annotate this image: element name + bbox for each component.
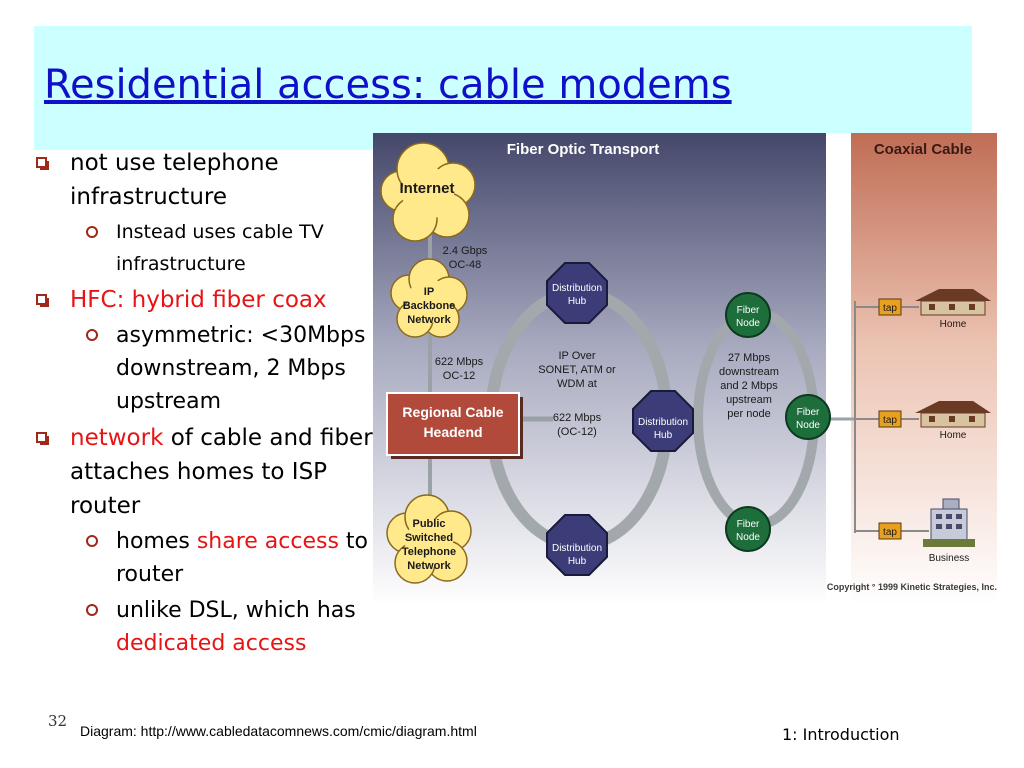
bullet-list: not use telephone infrastructure Instead… [32, 146, 404, 663]
tap-box: tap [878, 410, 902, 428]
ip-backbone-label: Backbone [403, 300, 456, 312]
tap-box: tap [878, 522, 902, 540]
chapter-label: 1: Introduction [782, 725, 900, 744]
sub-bullet-text: unlike DSL, which has [116, 598, 356, 623]
pstn-label: Switched [405, 532, 453, 544]
hub-label: Distribution [552, 543, 602, 554]
hub-label: Hub [654, 430, 673, 441]
hub-label: Hub [568, 556, 587, 567]
fiber-node-label: Node [796, 420, 820, 431]
pstn-label: Network [407, 560, 451, 572]
ring-description: IP Over [558, 350, 595, 362]
distribution-hub-bottom: Distribution Hub [546, 514, 608, 576]
bullet-item: network of cable and fiber attaches home… [32, 421, 404, 523]
ring-description: WDM at [557, 378, 597, 390]
headend-label: Headend [423, 424, 482, 440]
hfc-network-diagram: Fiber Optic Transport Coaxial Cable Inte… [373, 133, 997, 605]
sub-bullet-text: homes [116, 529, 197, 554]
home-label: Home [940, 430, 967, 441]
circle-bullet-icon [86, 226, 98, 238]
bullet-item: HFC: hybrid fiber coax [32, 283, 404, 317]
ring-description: 622 Mbps [553, 412, 602, 424]
coax-drop [855, 306, 879, 532]
fiber-node-label: Node [736, 532, 760, 543]
bullet-highlight: network [70, 425, 164, 451]
distribution-hub-top: Distribution Hub [546, 262, 608, 324]
square-bullet-icon [36, 432, 49, 445]
home-icon [915, 289, 991, 316]
bullet-item: not use telephone infrastructure [32, 146, 404, 214]
fiber-node-label: Fiber [797, 407, 820, 418]
home-icon [915, 401, 991, 428]
tap-label: tap [883, 303, 897, 314]
sub-bullet-item: Instead uses cable TV infrastructure [32, 216, 404, 280]
hub-label: Distribution [638, 417, 688, 428]
coax-header: Coaxial Cable [874, 141, 972, 158]
bullet-text: of cable and fiber attaches homes to ISP… [70, 425, 373, 519]
link-speed-label: 622 Mbps [435, 356, 484, 368]
sub-bullet-text: Instead uses cable TV infrastructure [116, 221, 324, 275]
fiber-node-label: Fiber [737, 305, 760, 316]
hub-label: Hub [568, 296, 587, 307]
ring-description: (OC-12) [557, 426, 597, 438]
tap-label: tap [883, 527, 897, 538]
sub-bullet-highlight: dedicated access [116, 631, 307, 656]
internet-label: Internet [399, 180, 454, 197]
business-building-icon [923, 498, 975, 547]
node-capacity-text: upstream [726, 394, 772, 406]
node-capacity-text: and 2 Mbps [720, 380, 778, 392]
fiber-node-right: Fiber Node [785, 394, 831, 440]
tap-box: tap [878, 298, 902, 316]
distribution-hub-right: Distribution Hub [632, 390, 694, 452]
panel-gap [826, 133, 851, 605]
home-label: Home [940, 319, 967, 330]
bullet-text: HFC: hybrid fiber coax [70, 287, 327, 313]
headend-label: Regional Cable [402, 404, 503, 420]
square-bullet-icon [36, 157, 49, 170]
page-number: 32 [48, 712, 68, 730]
fiber-node-top: Fiber Node [725, 292, 771, 338]
circle-bullet-icon [86, 535, 98, 547]
square-bullet-icon [36, 294, 49, 307]
regional-cable-headend [386, 392, 520, 456]
pstn-label: Telephone [402, 546, 456, 558]
ip-backbone-label: IP [424, 286, 434, 298]
title-band [34, 26, 972, 150]
business-label: Business [929, 553, 970, 564]
sub-bullet-item: unlike DSL, which has dedicated access [32, 594, 404, 660]
fiber-node-label: Node [736, 318, 760, 329]
tap-label: tap [883, 415, 897, 426]
sub-bullet-item: homes share access to router [32, 525, 404, 591]
link-speed-label: OC-12 [443, 370, 475, 382]
pstn-label: Public [412, 518, 445, 530]
tap-drop [901, 306, 929, 532]
pstn-cloud [386, 494, 472, 584]
sub-bullet-text: asymmetric: <30Mbps downstream, 2 Mbps u… [116, 323, 366, 414]
sub-bullet-highlight: share access [196, 529, 339, 554]
fiber-header: Fiber Optic Transport [507, 141, 660, 158]
ip-backbone-cloud [390, 258, 468, 338]
link-speed-label: OC-48 [449, 259, 481, 271]
coax-panel [851, 133, 997, 605]
sub-bullet-text: to router [116, 529, 369, 587]
sub-bullet-item: asymmetric: <30Mbps downstream, 2 Mbps u… [32, 319, 404, 418]
node-capacity-text: 27 Mbps [728, 352, 771, 364]
internet-cloud [380, 142, 476, 242]
node-capacity-text: downstream [719, 366, 779, 378]
node-capacity-text: per node [727, 408, 770, 420]
circle-bullet-icon [86, 604, 98, 616]
fiber-node-label: Fiber [737, 519, 760, 530]
copyright-note: Copyright ° 1999 Kinetic Strategies, Inc… [827, 582, 997, 592]
ip-backbone-label: Network [407, 314, 451, 326]
fiber-node-bottom: Fiber Node [725, 506, 771, 552]
hub-label: Distribution [552, 283, 602, 294]
diagram-source-note: Diagram: http://www.cabledatacomnews.com… [80, 723, 477, 739]
link-speed-label: 2.4 Gbps [443, 245, 488, 257]
slide-title: Residential access: cable modems [44, 62, 732, 108]
bullet-text: not use telephone infrastructure [70, 150, 279, 210]
circle-bullet-icon [86, 329, 98, 341]
ring-description: SONET, ATM or [538, 364, 616, 376]
